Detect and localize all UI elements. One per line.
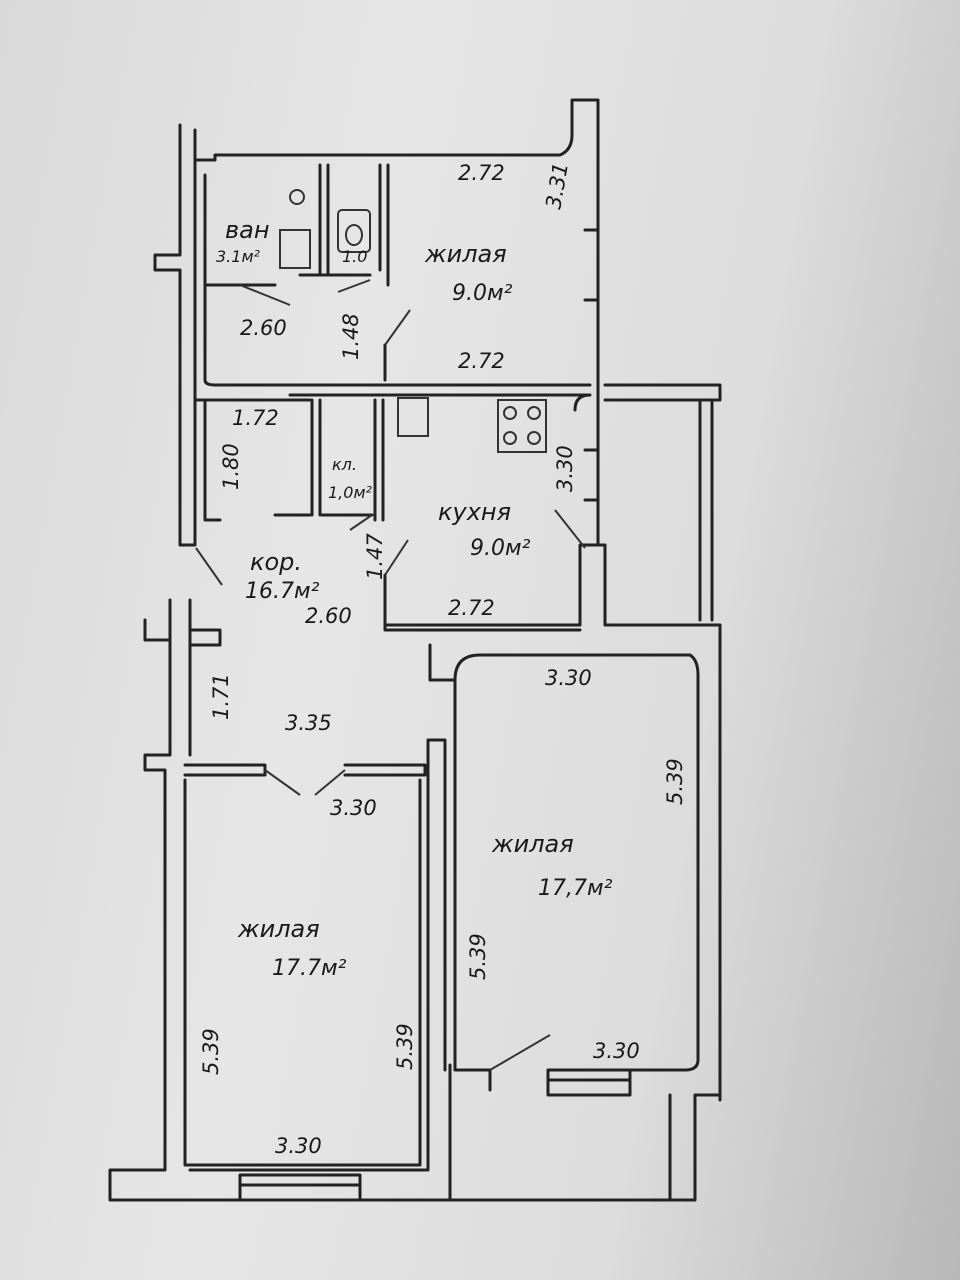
- dimension-label: 3.30: [545, 666, 592, 690]
- dimension-label: 1.71: [209, 673, 233, 720]
- living-left-label: жилая: [237, 915, 320, 943]
- dimension-label: 1.72: [232, 406, 279, 430]
- stove-icon: [497, 399, 547, 453]
- door-swings: [195, 279, 586, 1071]
- living-top-area: 9.0м²: [452, 281, 513, 306]
- bath-label: ван: [225, 216, 270, 244]
- bath-area: 3.1м²: [216, 247, 261, 266]
- living-right-area: 17,7м²: [538, 876, 613, 901]
- dimension-label: 3.30: [593, 1039, 640, 1063]
- kitchen-sink-icon: [397, 397, 429, 437]
- toilet-icon: [337, 209, 371, 253]
- interior-walls: [183, 163, 700, 1172]
- fixtures: [279, 189, 547, 453]
- dimension-label: 2.72: [458, 161, 505, 185]
- living-left-area: 17.7м²: [272, 956, 347, 981]
- bathtub-icon: [279, 229, 311, 269]
- outer-walls: [108, 98, 722, 1202]
- dimension-label: 3.30: [553, 445, 577, 492]
- kitchen-label: кухня: [438, 498, 511, 526]
- dimension-label: 2.60: [305, 604, 352, 628]
- dimension-label: 3.30: [275, 1134, 322, 1158]
- kitchen-area: 9.0м²: [470, 536, 531, 561]
- sink-icon: [289, 189, 305, 205]
- dimension-label: 1.80: [219, 443, 243, 490]
- corridor-label: кор.: [250, 548, 302, 576]
- living-top-label: жилая: [424, 240, 507, 268]
- dimension-label: 5.39: [466, 933, 490, 980]
- dimension-label: 2.72: [448, 596, 495, 620]
- dimension-label: 5.39: [393, 1023, 417, 1070]
- dimension-label: 3.35: [285, 711, 332, 735]
- closet-area: 1,0м²: [328, 483, 373, 502]
- dimension-label: 2.72: [458, 349, 505, 373]
- closet-label: кл.: [332, 455, 357, 474]
- dimension-label: 3.30: [330, 796, 377, 820]
- corridor-area: 16.7м²: [245, 579, 320, 604]
- dimension-label: 5.39: [199, 1028, 223, 1075]
- dimension-label: 3.31: [541, 161, 573, 211]
- wc-dim: 1.0: [342, 247, 367, 266]
- dimension-label: 2.60: [240, 316, 287, 340]
- dimension-label: 1.48: [339, 313, 363, 360]
- dimension-label: 1.47: [363, 533, 387, 580]
- living-right-label: жилая: [491, 830, 574, 858]
- dimension-label: 5.39: [663, 758, 687, 805]
